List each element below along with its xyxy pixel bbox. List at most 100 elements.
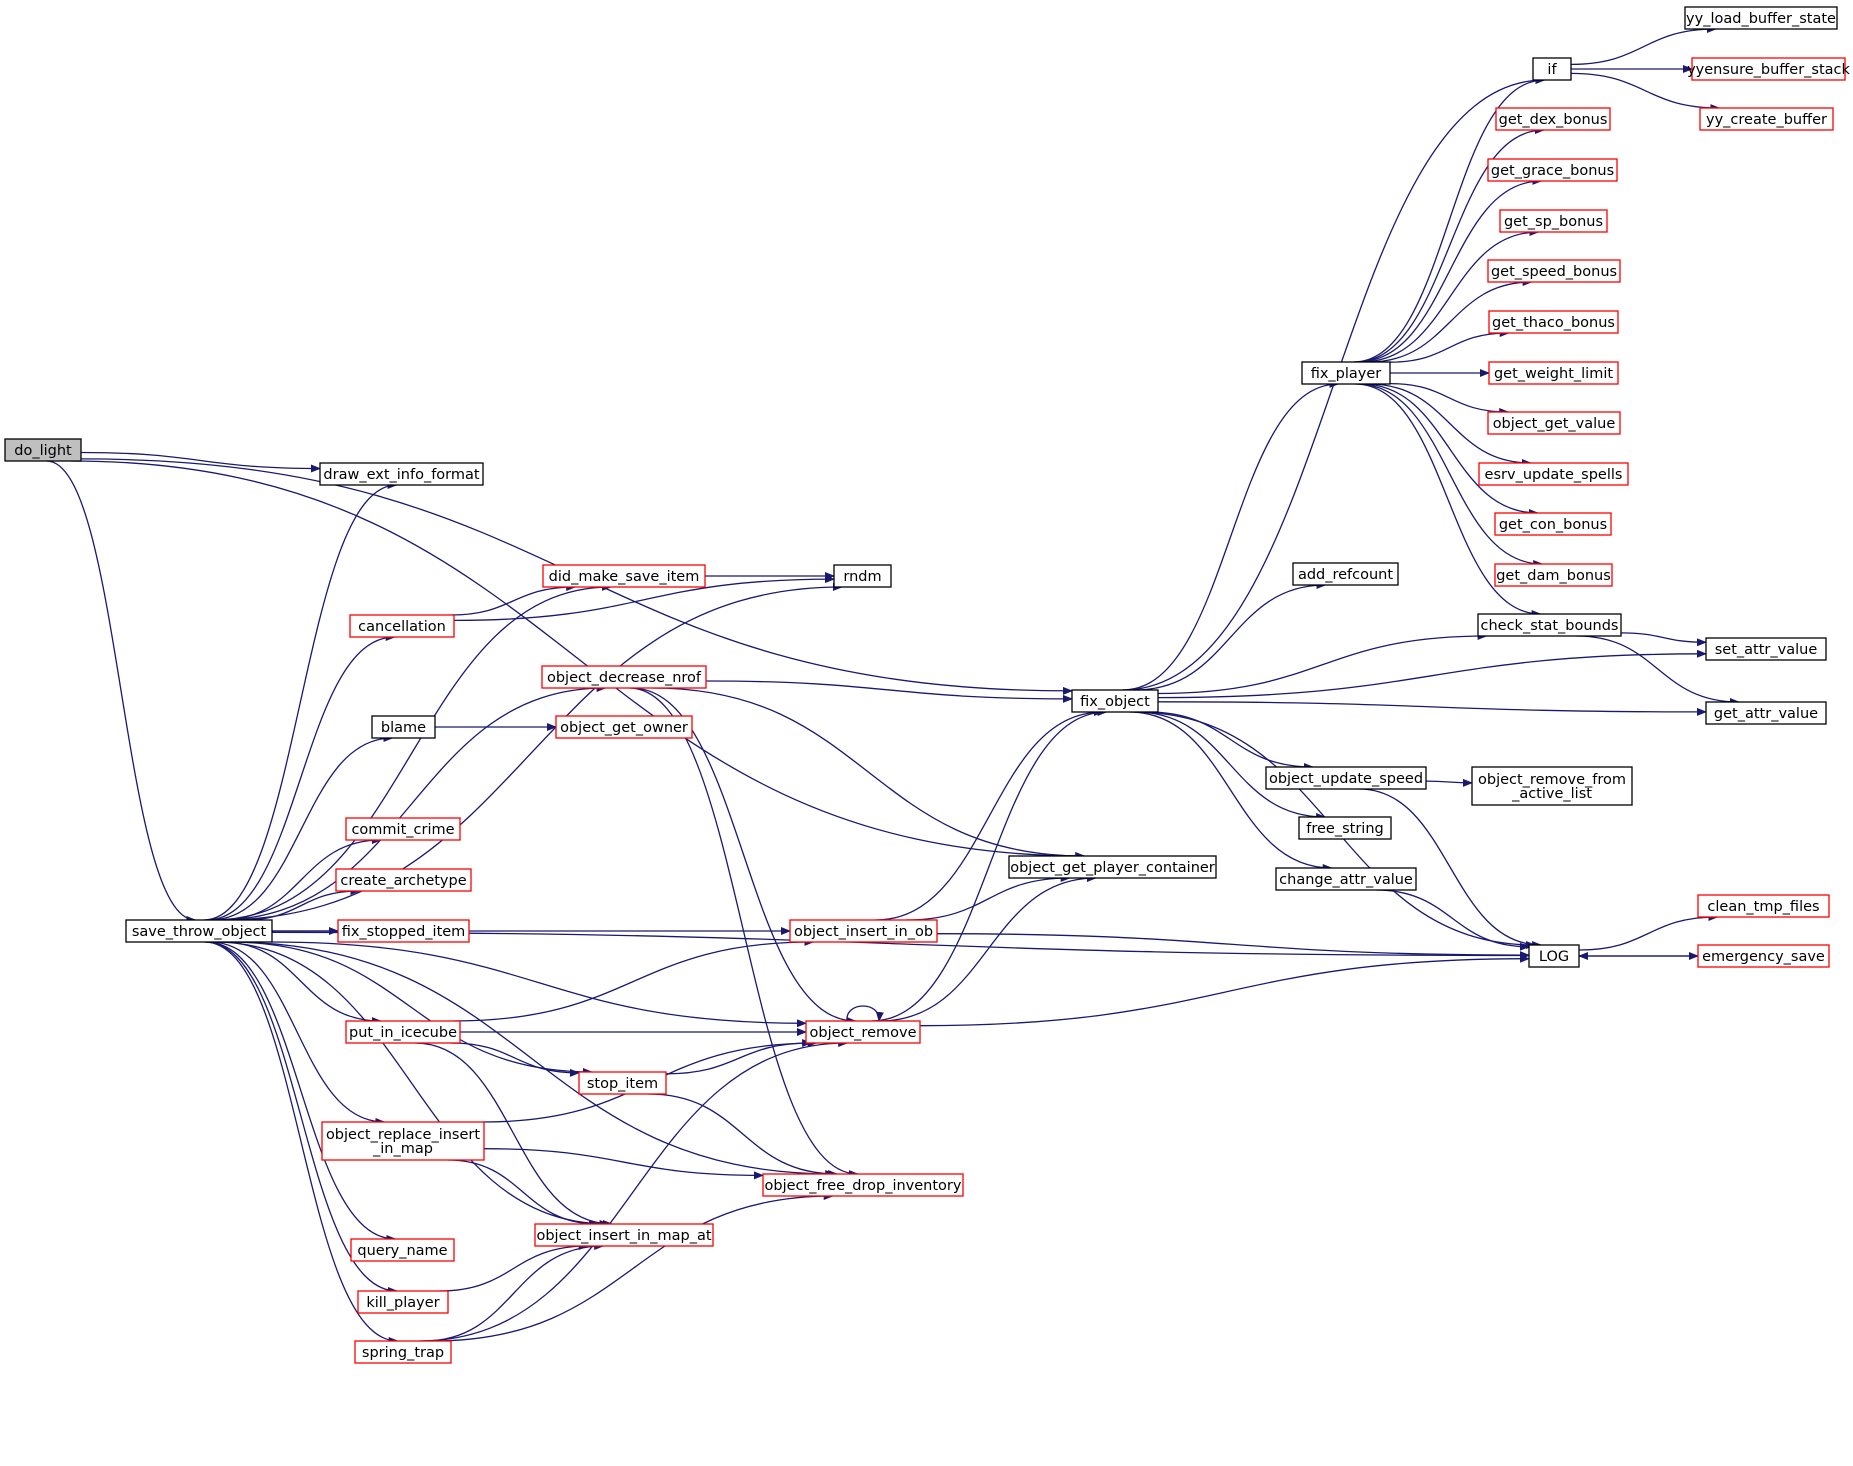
edge-fix_object-to-set_attr_value — [1157, 649, 1707, 699]
node-label: object_insert_in_map_at — [536, 1228, 711, 1244]
node-box — [350, 1238, 455, 1262]
node-label: _active_list — [1511, 786, 1592, 802]
node-esrv_update_spells[interactable]: esrv_update_spells — [1478, 462, 1629, 486]
node-object_free_drop_inventory[interactable]: object_free_drop_inventory — [762, 1173, 964, 1197]
node-label: draw_ext_info_format — [323, 467, 479, 483]
node-label: query_name — [357, 1243, 447, 1259]
node-object_update_speed[interactable]: object_update_speed — [1265, 766, 1427, 790]
node-yy_create_buffer[interactable]: yy_create_buffer — [1699, 107, 1834, 131]
node-object_get_value[interactable]: object_get_value — [1487, 411, 1621, 435]
node-label: yy_load_buffer_state — [1686, 11, 1836, 27]
node-do_light[interactable]: do_light — [4, 438, 82, 462]
edge-fix_player-to-get_dam_bonus — [1357, 383, 1544, 568]
node-label: clean_tmp_files — [1707, 899, 1819, 915]
edge-fix_object-to-add_refcount — [1134, 581, 1327, 691]
node-set_attr_value[interactable]: set_attr_value — [1705, 637, 1827, 661]
node-LOG[interactable]: LOG — [1528, 944, 1580, 968]
node-label: fix_player — [1311, 366, 1382, 382]
edge-object_decrease_nrof-to-object_free_drop_inventory — [629, 687, 859, 1178]
node-get_speed_bonus[interactable]: get_speed_bonus — [1487, 259, 1621, 283]
node-box — [1298, 816, 1392, 840]
node-object_replace_insert_in_map[interactable]: object_replace_insert_in_map — [321, 1121, 485, 1161]
node-box — [1494, 563, 1613, 587]
node-object_remove[interactable]: object_remove — [805, 1020, 921, 1044]
edge-put_in_icecube-to-stop_item — [450, 1042, 580, 1077]
node-label: blame — [381, 720, 426, 736]
node-object_insert_in_map_at[interactable]: object_insert_in_map_at — [534, 1223, 714, 1247]
node-object_decrease_nrof[interactable]: object_decrease_nrof — [541, 665, 707, 689]
node-get_sp_bonus[interactable]: get_sp_bonus — [1499, 209, 1608, 233]
node-box — [349, 614, 455, 638]
node-get_dex_bonus[interactable]: get_dex_bonus — [1495, 107, 1611, 131]
node-get_weight_limit[interactable]: get_weight_limit — [1488, 361, 1619, 385]
node-blame[interactable]: blame — [371, 715, 436, 739]
edge-save_throw_object-to-did_make_save_item — [212, 583, 612, 921]
node-change_attr_value[interactable]: change_attr_value — [1275, 867, 1417, 891]
node-fix_stopped_item[interactable]: fix_stopped_item — [337, 919, 470, 943]
node-box — [1275, 867, 1417, 891]
node-object_remove_from_active_list[interactable]: object_remove_from_active_list — [1471, 766, 1633, 806]
node-get_con_bonus[interactable]: get_con_bonus — [1494, 512, 1612, 536]
node-if[interactable]: if — [1532, 57, 1572, 81]
node-commit_crime[interactable]: commit_crime — [345, 817, 461, 841]
node-label: rndm — [843, 569, 881, 585]
edge-check_stat_bounds-to-set_attr_value — [1620, 632, 1707, 647]
node-clean_tmp_files[interactable]: clean_tmp_files — [1697, 894, 1830, 918]
node-yy_load_buffer_state[interactable]: yy_load_buffer_state — [1684, 6, 1838, 30]
node-yyensure_buffer_stack[interactable]: yyensure_buffer_stack — [1687, 57, 1851, 81]
node-box — [534, 1223, 714, 1247]
node-query_name[interactable]: query_name — [350, 1238, 455, 1262]
node-box — [1699, 107, 1834, 131]
edge-save_throw_object-to-query_name — [205, 941, 397, 1243]
node-get_attr_value[interactable]: get_attr_value — [1705, 701, 1827, 725]
node-stop_item[interactable]: stop_item — [578, 1071, 667, 1095]
node-cancellation[interactable]: cancellation — [349, 614, 455, 638]
node-emergency_save[interactable]: emergency_save — [1697, 944, 1830, 968]
node-did_make_save_item[interactable]: did_make_save_item — [542, 564, 706, 588]
edge-object_remove-to-object_remove — [846, 1005, 884, 1022]
node-box — [345, 817, 461, 841]
node-object_get_player_container[interactable]: object_get_player_container — [1008, 855, 1217, 879]
edge-fix_player-to-get_dex_bonus — [1354, 126, 1545, 363]
edge-object_insert_in_ob-to-fix_object — [875, 708, 1104, 921]
node-box — [1495, 107, 1611, 131]
edge-stop_item-to-object_free_drop_inventory — [648, 1093, 839, 1178]
node-check_stat_bounds[interactable]: check_stat_bounds — [1477, 613, 1622, 637]
edge-object_remove-to-fix_object — [871, 708, 1108, 1022]
node-box — [805, 1020, 921, 1044]
node-box — [1301, 361, 1391, 385]
node-box — [357, 1290, 449, 1314]
edge-fix_player-to-get_con_bonus — [1361, 383, 1539, 517]
node-rndm[interactable]: rndm — [833, 564, 892, 588]
edge-fix_player-to-check_stat_bounds — [1354, 383, 1542, 618]
node-object_get_owner[interactable]: object_get_owner — [555, 715, 693, 739]
node-label: yyensure_buffer_stack — [1687, 62, 1850, 78]
node-kill_player[interactable]: kill_player — [357, 1290, 449, 1314]
node-get_grace_bonus[interactable]: get_grace_bonus — [1487, 158, 1618, 182]
node-put_in_icecube[interactable]: put_in_icecube — [345, 1020, 461, 1044]
node-box — [1487, 259, 1621, 283]
node-label: fix_stopped_item — [342, 924, 466, 940]
node-label: object_decrease_nrof — [547, 670, 702, 686]
node-object_insert_in_ob[interactable]: object_insert_in_ob — [789, 919, 938, 943]
node-label: object_insert_in_ob — [794, 924, 933, 940]
node-fix_player[interactable]: fix_player — [1301, 361, 1391, 385]
edge-object_decrease_nrof-to-object_get_player_container — [652, 687, 1086, 860]
node-spring_trap[interactable]: spring_trap — [354, 1340, 452, 1364]
node-fix_object[interactable]: fix_object — [1071, 689, 1159, 713]
node-label: create_archetype — [340, 873, 466, 889]
node-add_refcount[interactable]: add_refcount — [1292, 562, 1399, 586]
node-box — [337, 919, 470, 943]
node-get_thaco_bonus[interactable]: get_thaco_bonus — [1488, 310, 1619, 334]
node-draw_ext_info_format[interactable]: draw_ext_info_format — [319, 462, 484, 486]
node-free_string[interactable]: free_string — [1298, 816, 1392, 840]
node-get_dam_bonus[interactable]: get_dam_bonus — [1494, 563, 1613, 587]
node-save_throw_object[interactable]: save_throw_object — [125, 919, 273, 943]
node-box — [1697, 944, 1830, 968]
node-label: esrv_update_spells — [1485, 467, 1623, 483]
node-create_archetype[interactable]: create_archetype — [335, 868, 472, 892]
node-box — [1292, 562, 1399, 586]
node-box — [762, 1173, 964, 1197]
edge-LOG-to-clean_tmp_files — [1578, 913, 1719, 951]
